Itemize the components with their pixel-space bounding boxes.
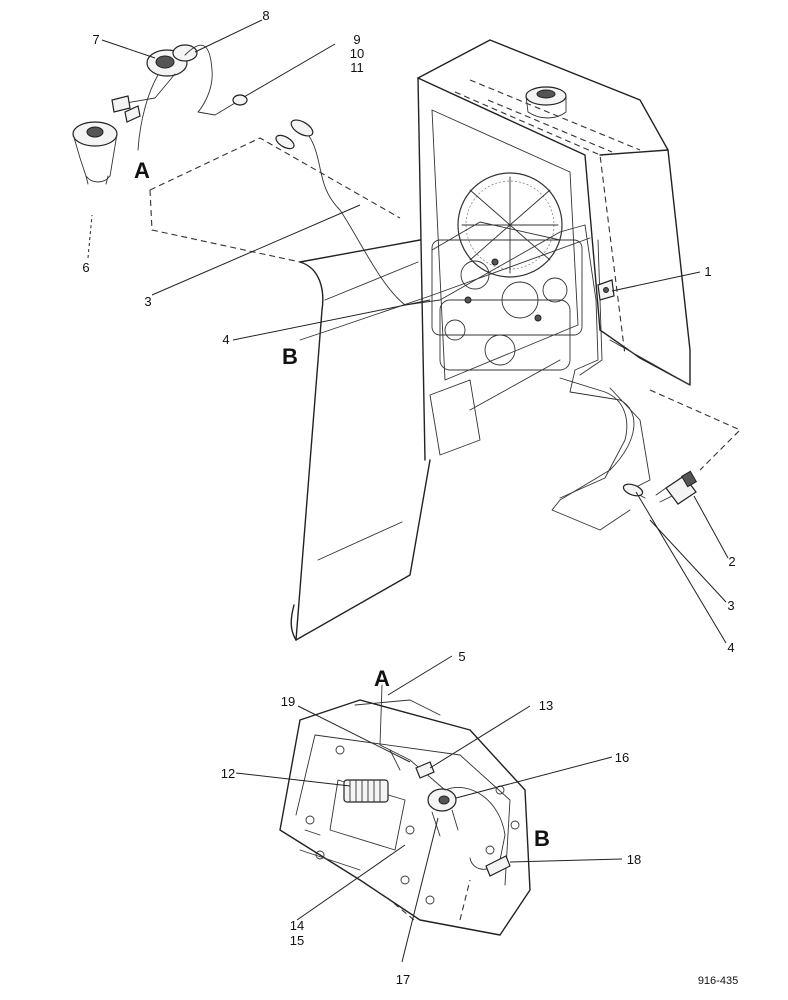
fuse-block-12	[343, 779, 389, 803]
instrument-panel	[279, 684, 531, 936]
radiator-fan	[457, 172, 563, 278]
callout-4-upper: 4	[222, 332, 229, 347]
cable-clamp-1	[597, 279, 615, 301]
callout-14: 14	[290, 918, 304, 933]
temperature-sender-2	[655, 470, 698, 505]
engine-block	[429, 221, 583, 456]
wiring-harness-3	[275, 119, 635, 531]
callout-12: 12	[221, 766, 235, 781]
wire-lead-4	[299, 237, 591, 341]
figure-number: 916-435	[698, 975, 738, 987]
leader-lines	[87, 19, 729, 963]
callout-17: 17	[396, 972, 410, 987]
callout-4-lower: 4	[727, 640, 734, 655]
ref-letter-b-middle: B	[282, 344, 298, 369]
sender-wiring	[559, 377, 741, 499]
callout-6: 6	[82, 260, 89, 275]
callout-1: 1	[704, 264, 711, 279]
ref-letter-a-panel: A	[374, 666, 390, 691]
callout-3-upper: 3	[144, 294, 151, 309]
callout-10: 10	[350, 46, 364, 61]
callout-9: 9	[353, 32, 360, 47]
ref-letter-b-panel: B	[534, 826, 550, 851]
callout-7: 7	[92, 32, 99, 47]
ref-letter-a-top: A	[134, 158, 150, 183]
machine-body-cowl	[149, 137, 431, 641]
callout-2: 2	[728, 554, 735, 569]
callout-8: 8	[262, 8, 269, 23]
callout-13: 13	[539, 698, 553, 713]
callout-16: 16	[615, 750, 629, 765]
callout-19: 19	[281, 694, 295, 709]
gauge-assembly	[72, 44, 248, 185]
callout-3-lower: 3	[727, 598, 734, 613]
callout-18: 18	[627, 852, 641, 867]
callout-5: 5	[458, 649, 465, 664]
radiator-cowl	[417, 39, 691, 461]
callout-15: 15	[290, 933, 304, 948]
callout-11: 11	[350, 60, 364, 75]
